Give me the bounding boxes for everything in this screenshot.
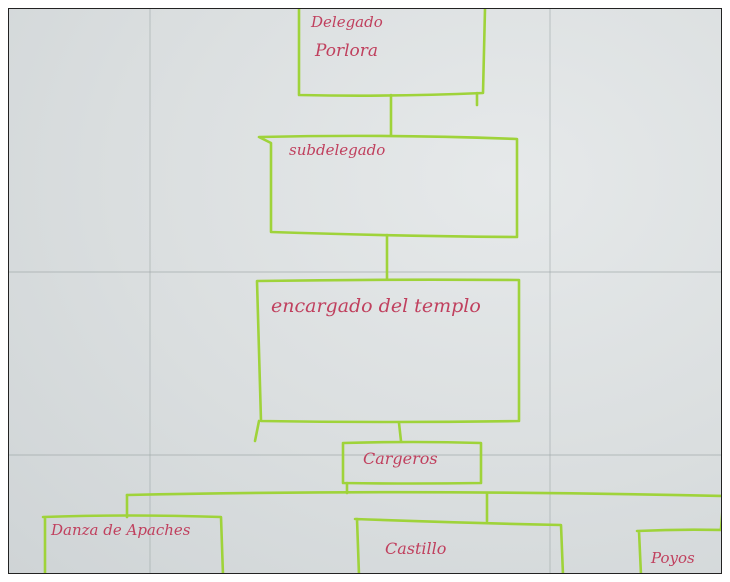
delegado-label-line2: Porlora — [315, 41, 379, 61]
paper-fold — [149, 9, 151, 573]
diagram-lines — [41, 9, 721, 573]
connector-line — [397, 421, 403, 443]
connector-line — [719, 512, 721, 531]
encargado-tail — [253, 419, 261, 443]
castillo-box — [353, 517, 565, 573]
paper-background — [9, 9, 721, 573]
encargado-box — [255, 278, 521, 424]
photo-frame: Delegado Porlora subdelegado encargado d… — [8, 8, 722, 574]
paper-fold — [549, 9, 551, 573]
paper-fold — [9, 271, 721, 273]
danza-label: Danza de Apaches — [51, 521, 191, 539]
castillo-label: Castillo — [385, 539, 447, 558]
subdelegado-label: subdelegado — [289, 141, 386, 159]
poyos-box — [635, 528, 721, 573]
delegado-label: Delegado — [311, 13, 383, 31]
poyos-label: Poyos — [651, 549, 695, 567]
cargeros-box — [341, 440, 483, 485]
paper-fold — [9, 454, 721, 456]
danza-box — [41, 514, 225, 573]
cargeros-label: Cargeros — [363, 449, 438, 468]
subdelegado-box — [257, 134, 519, 239]
encargado-label: encargado del templo — [271, 295, 481, 317]
branch-bar — [125, 490, 721, 498]
